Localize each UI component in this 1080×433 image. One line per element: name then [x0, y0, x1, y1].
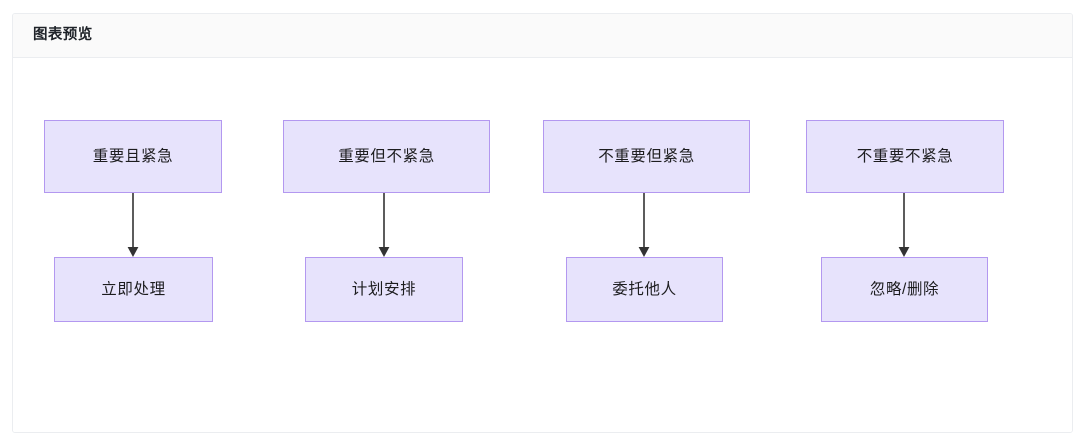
flow-node[interactable]: 不重要但紧急: [543, 120, 750, 193]
flow-node-label: 不重要不紧急: [856, 147, 954, 165]
flow-edge-arrow: [125, 193, 141, 257]
flowchart-canvas[interactable]: 重要且紧急 重要但不紧急 不重要但紧急 不重要不紧急立即处理 计划安排 委托他人 忽略/删除: [13, 58, 1072, 432]
flow-node[interactable]: 重要且紧急: [44, 120, 222, 193]
flow-node-label: 忽略/删除: [869, 280, 940, 298]
chart-preview-card: 图表预览 重要且紧急 重要但不紧急 不重要但紧急 不重要不紧急立即处理 计划安排 委托他人…: [12, 13, 1073, 433]
flow-node-label: 重要且紧急: [92, 147, 174, 165]
flow-node-label: 委托他人: [612, 280, 677, 298]
page-title: 图表预览: [33, 27, 93, 44]
flow-node[interactable]: 重要但不紧急: [283, 120, 490, 193]
flow-node-label: 计划安排: [351, 280, 417, 298]
flow-edge-arrow: [376, 193, 392, 257]
flow-node[interactable]: 不重要不紧急: [806, 120, 1004, 193]
flow-node[interactable]: 委托他人: [566, 257, 723, 322]
flow-node[interactable]: 计划安排: [305, 257, 463, 322]
flow-node[interactable]: 忽略/删除: [821, 257, 988, 322]
app-root: 图表预览 重要且紧急 重要但不紧急 不重要但紧急 不重要不紧急立即处理 计划安排 委托他人…: [12, 13, 1073, 433]
flow-edge-arrow: [896, 193, 912, 257]
flow-node[interactable]: 立即处理: [54, 257, 213, 322]
card-header: 图表预览: [13, 14, 1072, 58]
flow-node-label: 立即处理: [101, 280, 166, 298]
flow-edge-arrow: [636, 193, 652, 257]
flow-node-label: 重要但不紧急: [338, 147, 435, 165]
card-body: 重要且紧急 重要但不紧急 不重要但紧急 不重要不紧急立即处理 计划安排 委托他人 忽略/删除: [13, 58, 1072, 432]
flow-node-label: 不重要但紧急: [598, 147, 695, 165]
